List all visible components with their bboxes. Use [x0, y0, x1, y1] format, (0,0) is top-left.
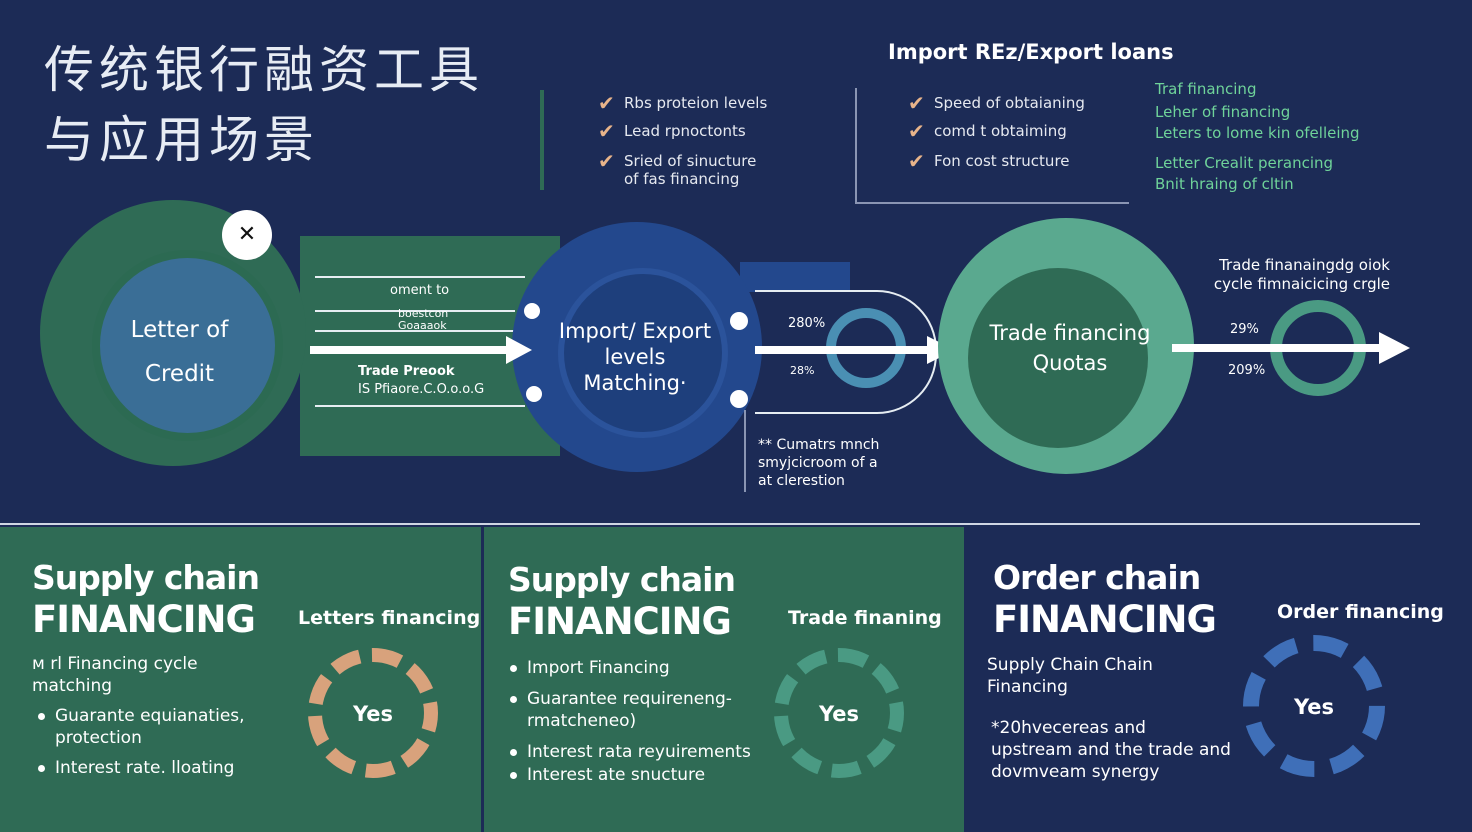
band-line: [315, 310, 515, 312]
flow-band-2: [740, 262, 850, 292]
band-text: boestcon: [398, 307, 449, 320]
top-check-list: ✔Rbs proteion levels ✔Lead rpnoctonts ✔S…: [598, 91, 828, 188]
panel-bullets: Guarante equianaties,protection Interest…: [38, 705, 278, 779]
divider-bar: [540, 90, 544, 190]
panel-bullets: Import Financing Guarantee requireneng-r…: [510, 657, 780, 786]
ring-label: Yes: [352, 702, 394, 726]
flow-arrow-icon: [755, 336, 955, 364]
band-text: IS Pfiaore.C.O.o.o.G: [358, 382, 485, 397]
band-text: oment to: [390, 283, 450, 298]
close-icon[interactable]: ✕: [222, 210, 272, 260]
green-feature-list: Traf financing Leher of financing Leters…: [1155, 80, 1455, 193]
handle-dot: [730, 312, 748, 330]
page-title-line1: 传统银行融资工具: [44, 41, 484, 99]
band-text: Trade Preook: [358, 364, 455, 379]
list-item: Interest rate. lloating: [38, 757, 278, 779]
node-inner-disc: [558, 268, 728, 438]
panel-subtitle: Order financing: [1277, 601, 1444, 623]
check-item: ✔comd t obtaiming: [908, 119, 1067, 143]
list-item: Traf financing: [1155, 80, 1257, 98]
check-icon: ✔: [598, 149, 615, 173]
handle-dot: [524, 303, 540, 319]
flow-arrow-icon: [310, 336, 532, 364]
check-item: ✔Speed of obtaianing: [908, 91, 1085, 115]
check-item: ✔Lead rpnoctonts: [598, 119, 746, 143]
handle-dot: [730, 390, 748, 408]
check-item: ✔Fon cost structure: [908, 149, 1070, 173]
list-item: Leters to lome kin ofelleing: [1155, 124, 1360, 142]
band-line: [315, 330, 515, 332]
import-export-box: [855, 88, 1129, 204]
percent-label: 209%: [1228, 363, 1266, 378]
node-inner-disc: [92, 250, 283, 441]
list-item: Import Financing: [510, 657, 780, 679]
list-item: Bnit hraing of cltin: [1155, 175, 1294, 193]
note-divider: [744, 410, 746, 492]
percent-label: 29%: [1230, 322, 1259, 337]
list-item: Letter Crealit perancing: [1155, 154, 1334, 172]
section-divider: [0, 523, 1420, 525]
check-icon: ✔: [908, 91, 925, 115]
ring-label: Yes: [818, 702, 860, 726]
percent-label: 280%: [788, 316, 826, 331]
band-text: Goaaaok: [398, 319, 447, 332]
band-line: [315, 276, 525, 278]
list-item: Interest ate snucture: [510, 764, 780, 786]
panel-subtitle: Letters financing: [298, 607, 481, 629]
page-title-line2: 与应用场景: [44, 111, 319, 169]
check-icon: ✔: [908, 119, 925, 143]
band-line: [315, 405, 525, 407]
check-icon: ✔: [598, 91, 615, 115]
handle-dot: [526, 386, 542, 402]
node-inner-disc: [968, 268, 1148, 448]
check-icon: ✔: [908, 149, 925, 173]
panel-subtitle: Trade finaning: [788, 607, 942, 629]
percent-label: 28%: [790, 364, 815, 377]
check-icon: ✔: [598, 119, 615, 143]
check-item: ✔Rbs proteion levels: [598, 91, 768, 115]
flow-arrow-icon: [1172, 332, 1410, 364]
import-export-header: Import REz/Export loans: [888, 40, 1174, 64]
list-item: Leher of financing: [1155, 103, 1291, 121]
import-export-list: ✔Speed of obtaianing ✔comd t obtaiming ✔…: [908, 91, 1123, 173]
list-item: Interest rata reyuirements: [510, 741, 780, 763]
list-item: Guarantee requireneng-rmatcheneo): [510, 688, 780, 732]
ring-label: Yes: [1293, 695, 1335, 719]
list-item: Guarante equianaties,protection: [38, 705, 278, 749]
